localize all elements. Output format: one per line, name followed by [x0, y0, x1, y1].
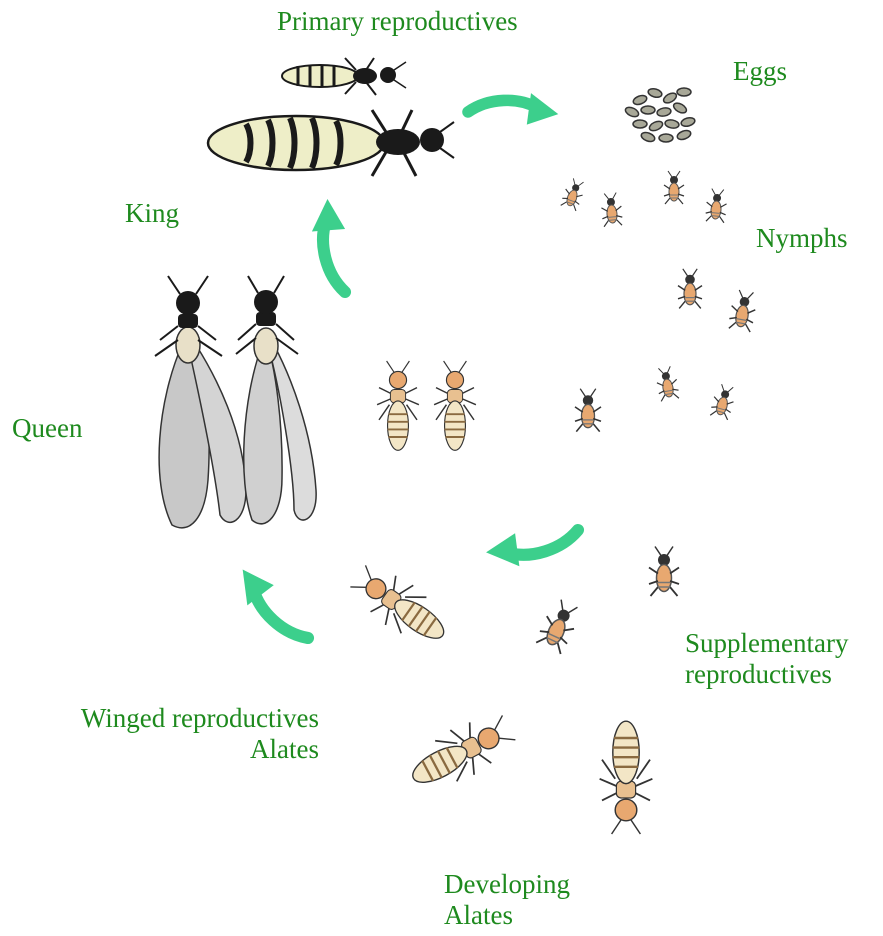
supplementary-reproductive-figures — [535, 547, 679, 655]
eggs-cluster — [624, 87, 696, 143]
queen-termite-figure — [208, 110, 454, 176]
arrow-to-centre-icon — [483, 517, 583, 573]
arrow-to-queen-icon — [227, 562, 317, 652]
king-termite-figure — [282, 58, 406, 95]
arrow-to-eggs-icon — [468, 93, 558, 125]
winged-alate-left — [155, 276, 246, 528]
central-termite-pair — [377, 361, 476, 450]
developing-alate-figures — [344, 556, 652, 834]
winged-alate-right — [236, 276, 316, 524]
arrow-to-primary-icon — [306, 197, 358, 296]
nymph-figures — [560, 171, 758, 432]
